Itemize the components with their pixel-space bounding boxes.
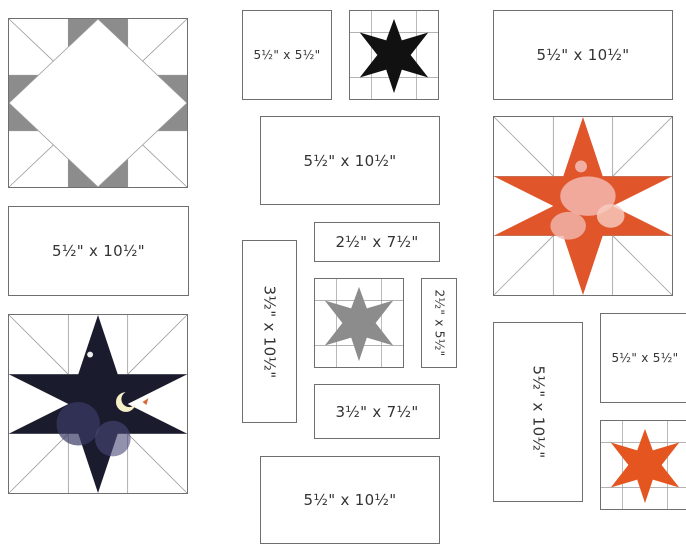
size-label: 5½" x 10½" (261, 457, 439, 543)
orange-print-star-icon (494, 117, 672, 295)
orange-print-star-block (493, 116, 673, 296)
size-label: 5½" x 10½" (9, 207, 188, 295)
gray-star-icon (9, 19, 187, 187)
orange-small-star-icon (601, 421, 686, 509)
size-label: 3½" x 7½" (315, 385, 439, 438)
rectangle-5-5x10-5-middle-bottom: 5½" x 10½" (260, 456, 440, 544)
size-label: 2½" x 5½" (422, 279, 456, 367)
size-label: 5½" x 5½" (601, 314, 686, 402)
gray-small-star-icon (315, 279, 403, 367)
navy-star-icon (9, 315, 187, 493)
rectangle-3-5x10-5-vertical: 3½" x 10½" (242, 240, 297, 423)
rectangle-5-5x10-5-left: 5½" x 10½" (8, 206, 189, 296)
orange-small-star-block (600, 420, 686, 510)
size-label: 5½" x 10½" (261, 117, 439, 204)
rectangle-2-5x7-5: 2½" x 7½" (314, 222, 440, 262)
square-5-5x5-5: 5½" x 5½" (242, 10, 332, 100)
rectangle-5-5x10-5-vertical-right: 5½" x 10½" (493, 322, 583, 502)
rectangle-5-5x10-5-right-top: 5½" x 10½" (493, 10, 673, 100)
size-label: 5½" x 10½" (494, 323, 582, 501)
rectangle-3-5x7-5: 3½" x 7½" (314, 384, 440, 439)
size-label: 3½" x 10½" (243, 241, 296, 422)
size-label: 5½" x 5½" (243, 11, 331, 99)
gray-star-block (8, 18, 188, 188)
rectangle-5-5x10-5-middle-top: 5½" x 10½" (260, 116, 440, 205)
black-star-icon (350, 11, 438, 99)
rectangle-2-5x5-5-vertical: 2½" x 5½" (421, 278, 457, 368)
black-star-block (349, 10, 439, 100)
square-5-5x5-5-right: 5½" x 5½" (600, 313, 686, 403)
navy-print-star-block (8, 314, 188, 494)
gray-small-star-block (314, 278, 404, 368)
size-label: 2½" x 7½" (315, 223, 439, 261)
size-label: 5½" x 10½" (494, 11, 672, 99)
